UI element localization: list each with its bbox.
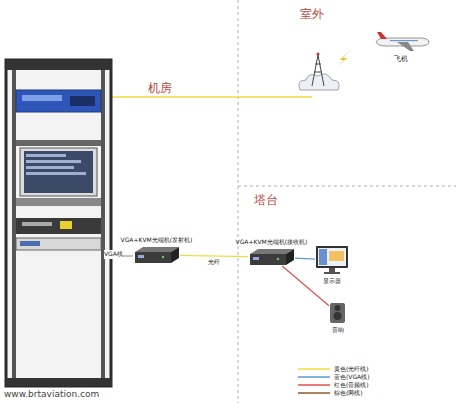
node-label: VGA+KVM光端机(接收机) <box>236 238 308 247</box>
legend-swatch <box>298 384 330 386</box>
wireless-signal <box>336 50 350 68</box>
fiber-line <box>112 96 312 98</box>
connector <box>180 255 248 256</box>
speaker-icon <box>329 302 346 324</box>
legend-swatch <box>298 376 330 378</box>
connector <box>295 258 315 260</box>
region-divider <box>238 0 239 403</box>
region-divider <box>238 186 456 187</box>
region-label: 塔台 <box>254 192 278 209</box>
legend-text: 黄色(光纤线) <box>334 365 369 374</box>
node-label: 显示器 <box>323 277 341 286</box>
node-label: 音响 <box>332 326 344 335</box>
display-monitor: 显示器 <box>315 245 349 275</box>
legend-text: 蓝色(VGA线) <box>334 373 370 382</box>
connector <box>282 266 329 306</box>
cable-label: VGA线 <box>104 250 123 259</box>
legend-swatch <box>298 368 330 370</box>
device-icon <box>133 246 180 264</box>
node-label: 飞机 <box>394 54 408 64</box>
antenna-tower <box>299 53 339 91</box>
optical-transmitter: VGA+KVM光端机(发射机) <box>133 246 180 264</box>
airplane: 飞机 <box>372 32 430 52</box>
legend-swatch <box>298 392 330 394</box>
legend-text: 棕色(网线) <box>334 389 363 398</box>
region-label: 室外 <box>300 6 324 23</box>
speaker: 音响 <box>329 302 346 324</box>
server-rack <box>6 60 111 386</box>
region-label: 机房 <box>148 80 172 97</box>
plane-icon <box>372 32 430 52</box>
optical-receiver: VGA+KVM光端机(接收机) <box>248 248 295 266</box>
device-icon <box>248 248 295 266</box>
watermark: www.brtaviation.com <box>4 389 99 399</box>
edge-label: 光纤 <box>207 258 221 267</box>
legend-text: 红色(音频线) <box>334 381 369 390</box>
node-label: VGA+KVM光端机(发射机) <box>121 236 193 245</box>
monitor-icon <box>315 245 349 275</box>
